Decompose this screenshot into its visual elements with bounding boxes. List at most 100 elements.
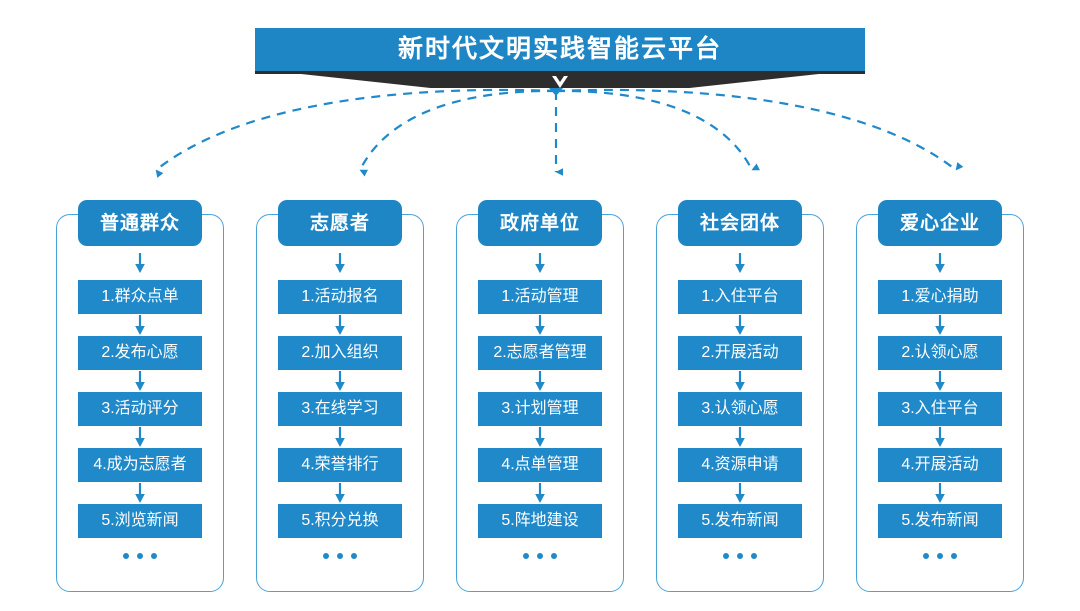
- step-item-label: 1.活动报名: [301, 288, 379, 305]
- more-items-ellipsis-icon[interactable]: [123, 553, 157, 559]
- role-header-government-unit[interactable]: 政府单位: [478, 200, 602, 246]
- step-arrow-down-icon: [535, 315, 545, 335]
- role-header-caring-enterprise[interactable]: 爱心企业: [878, 200, 1002, 246]
- step-item[interactable]: 3.活动评分: [78, 392, 202, 426]
- step-item-label: 5.阵地建设: [501, 512, 579, 529]
- role-header-label: 志愿者: [309, 212, 370, 234]
- connector-to-volunteer: [359, 89, 557, 177]
- more-items-ellipsis-icon[interactable]: [923, 553, 957, 559]
- step-item-label: 3.在线学习: [301, 400, 379, 417]
- step-arrow-down-icon: [935, 427, 945, 447]
- step-item[interactable]: 5.积分兑换: [278, 504, 402, 538]
- role-header-label: 社会团体: [699, 212, 780, 234]
- step-arrow-down-icon: [335, 315, 345, 335]
- more-items-ellipsis-icon[interactable]: [323, 553, 357, 559]
- step-item[interactable]: 3.计划管理: [478, 392, 602, 426]
- step-item[interactable]: 4.荣誉排行: [278, 448, 402, 482]
- step-item[interactable]: 1.活动报名: [278, 280, 402, 314]
- role-column-ordinary-public: 普通群众 1.群众点单 2.发布心愿 3.活动评分 4.成为志愿者 5.浏览新闻: [56, 200, 224, 592]
- step-item-label: 1.爱心捐助: [901, 288, 979, 305]
- step-arrow-down-icon: [935, 483, 945, 503]
- step-item[interactable]: 1.爱心捐助: [878, 280, 1002, 314]
- step-item-label: 4.荣誉排行: [301, 456, 379, 473]
- step-item-label: 4.成为志愿者: [93, 456, 187, 473]
- step-arrow-down-icon: [535, 371, 545, 391]
- step-item[interactable]: 4.点单管理: [478, 448, 602, 482]
- step-item-label: 4.点单管理: [501, 456, 579, 473]
- role-header-volunteer[interactable]: 志愿者: [278, 200, 402, 246]
- step-item[interactable]: 2.发布心愿: [78, 336, 202, 370]
- role-header-social-group[interactable]: 社会团体: [678, 200, 802, 246]
- step-item[interactable]: 3.入住平台: [878, 392, 1002, 426]
- step-item[interactable]: 2.加入组织: [278, 336, 402, 370]
- step-item-label: 2.开展活动: [701, 344, 779, 361]
- step-arrow-down-icon: [735, 315, 745, 335]
- step-arrow-down-icon: [135, 315, 145, 335]
- step-arrow-down-icon: [535, 483, 545, 503]
- step-arrow-down-icon: [135, 371, 145, 391]
- ellipsis-dot: [137, 553, 143, 559]
- step-item[interactable]: 1.活动管理: [478, 280, 602, 314]
- step-item[interactable]: 5.阵地建设: [478, 504, 602, 538]
- step-item-label: 2.加入组织: [301, 344, 379, 361]
- step-item-label: 2.认领心愿: [901, 344, 979, 361]
- step-item-label: 5.浏览新闻: [101, 512, 179, 529]
- step-item-label: 1.群众点单: [101, 288, 179, 305]
- step-item-label: 2.志愿者管理: [493, 344, 587, 361]
- ellipsis-dot: [123, 553, 129, 559]
- step-arrow-down-icon: [535, 253, 545, 273]
- step-arrow-down-icon: [735, 371, 745, 391]
- ellipsis-dot: [737, 553, 743, 559]
- step-item-label: 1.活动管理: [501, 288, 579, 305]
- step-arrow-down-icon: [735, 253, 745, 273]
- step-arrow-down-icon: [335, 371, 345, 391]
- step-item[interactable]: 4.成为志愿者: [78, 448, 202, 482]
- connector-to-caring-enterprise: [555, 88, 964, 171]
- step-item[interactable]: 1.群众点单: [78, 280, 202, 314]
- step-item[interactable]: 3.在线学习: [278, 392, 402, 426]
- step-item[interactable]: 3.认领心愿: [678, 392, 802, 426]
- role-column-caring-enterprise: 爱心企业 1.爱心捐助 2.认领心愿 3.入住平台 4.开展活动 5.发布新闻: [856, 200, 1024, 592]
- step-item[interactable]: 2.认领心愿: [878, 336, 1002, 370]
- role-column-government-unit: 政府单位 1.活动管理 2.志愿者管理 3.计划管理 4.点单管理 5.阵地建设: [456, 200, 624, 592]
- step-item-label: 5.发布新闻: [901, 512, 979, 529]
- step-arrow-down-icon: [735, 483, 745, 503]
- role-step-list: 1.爱心捐助 2.认领心愿 3.入住平台 4.开展活动 5.发布新闻: [856, 246, 1024, 578]
- step-arrow-down-icon: [135, 483, 145, 503]
- role-step-list: 1.活动报名 2.加入组织 3.在线学习 4.荣誉排行 5.积分兑换: [256, 246, 424, 578]
- more-items-ellipsis-icon[interactable]: [723, 553, 757, 559]
- more-items-ellipsis-icon[interactable]: [523, 553, 557, 559]
- step-item[interactable]: 2.志愿者管理: [478, 336, 602, 370]
- step-arrow-down-icon: [335, 483, 345, 503]
- ellipsis-dot: [337, 553, 343, 559]
- step-item[interactable]: 5.发布新闻: [878, 504, 1002, 538]
- step-arrow-down-icon: [535, 427, 545, 447]
- role-header-ordinary-public[interactable]: 普通群众: [78, 200, 202, 246]
- role-header-label: 普通群众: [99, 212, 180, 234]
- step-arrow-down-icon: [935, 371, 945, 391]
- role-header-label: 爱心企业: [899, 212, 980, 234]
- step-item[interactable]: 2.开展活动: [678, 336, 802, 370]
- ellipsis-dot: [351, 553, 357, 559]
- step-item-label: 3.活动评分: [101, 400, 179, 417]
- ellipsis-dot: [923, 553, 929, 559]
- page-title: 新时代文明实践智能云平台: [397, 35, 722, 63]
- role-step-list: 1.群众点单 2.发布心愿 3.活动评分 4.成为志愿者 5.浏览新闻: [56, 246, 224, 578]
- ellipsis-dot: [951, 553, 957, 559]
- step-item-label: 1.入住平台: [701, 288, 779, 305]
- ellipsis-dot: [751, 553, 757, 559]
- step-item[interactable]: 5.浏览新闻: [78, 504, 202, 538]
- connector-to-social-group: [555, 89, 760, 171]
- role-header-label: 政府单位: [499, 212, 580, 234]
- step-item[interactable]: 5.发布新闻: [678, 504, 802, 538]
- step-item[interactable]: 1.入住平台: [678, 280, 802, 314]
- step-item[interactable]: 4.资源申请: [678, 448, 802, 482]
- ellipsis-dot: [151, 553, 157, 559]
- step-arrow-down-icon: [135, 427, 145, 447]
- ellipsis-dot: [551, 553, 557, 559]
- step-item-label: 4.开展活动: [901, 456, 979, 473]
- ellipsis-dot: [523, 553, 529, 559]
- step-item[interactable]: 4.开展活动: [878, 448, 1002, 482]
- role-column-volunteer: 志愿者 1.活动报名 2.加入组织 3.在线学习 4.荣誉排行 5.积分兑换: [256, 200, 424, 592]
